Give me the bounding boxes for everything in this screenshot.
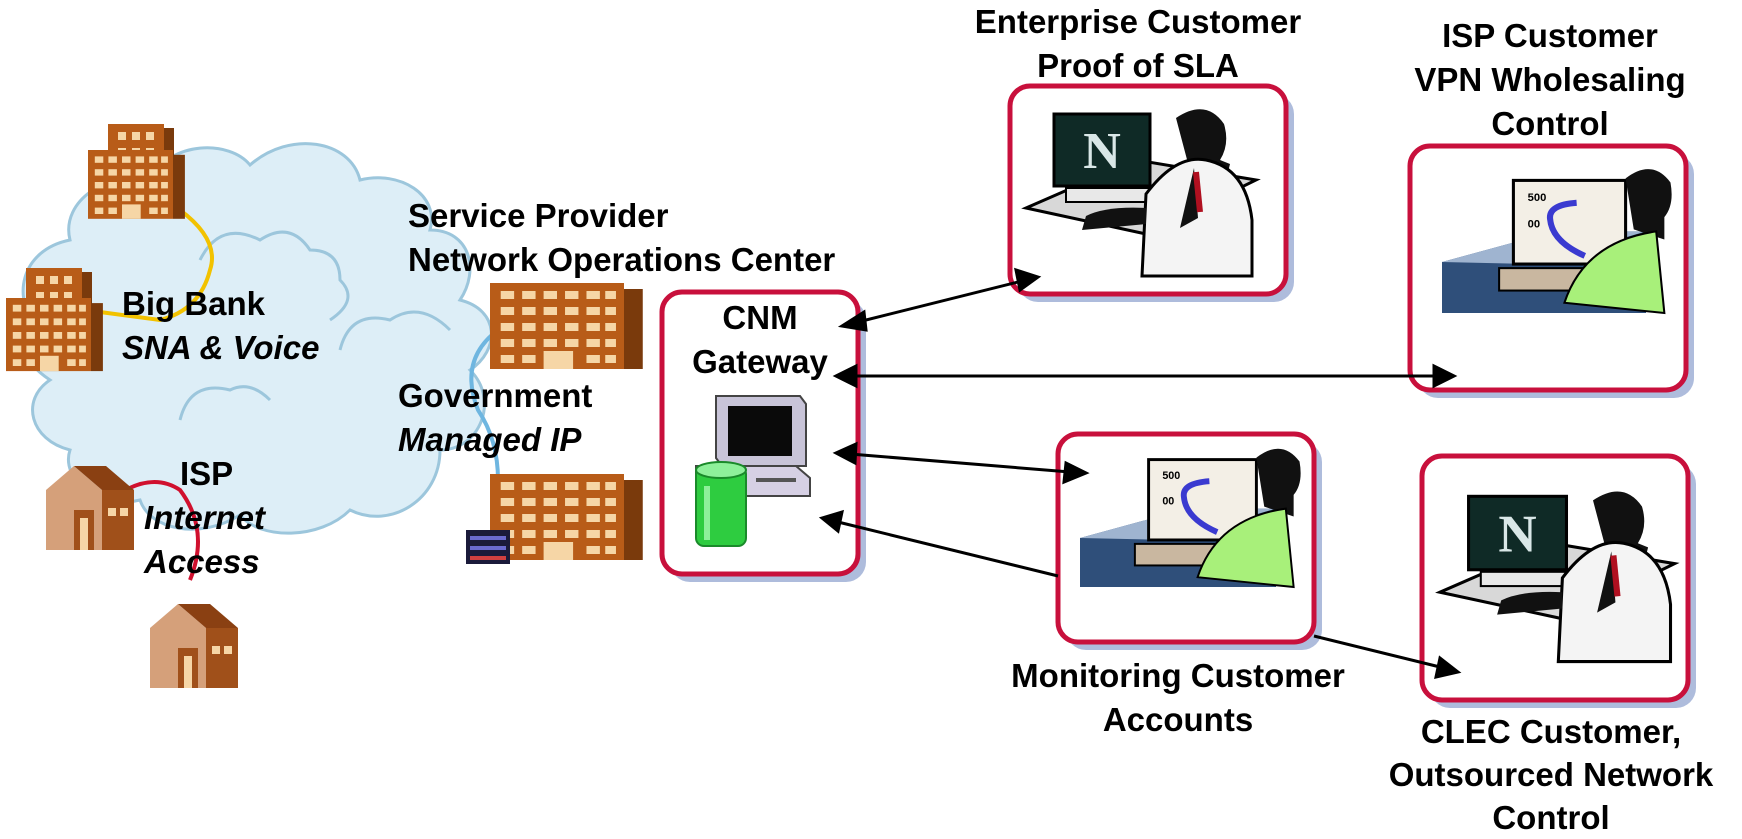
office-building-icon bbox=[6, 268, 103, 372]
enterprise-subtitle: Proof of SLA bbox=[1037, 47, 1239, 84]
government-subtitle: Managed IP bbox=[398, 421, 582, 458]
big-bank-label: Big Bank SNA & Voice bbox=[122, 282, 319, 370]
monitoring-label: Monitoring Customer Accounts bbox=[970, 654, 1386, 742]
server-rack-icon bbox=[466, 530, 510, 564]
noc-label: Service Provider Network Operations Cent… bbox=[408, 194, 835, 282]
arrow-monitoring-gateway bbox=[818, 509, 1059, 578]
gov-link bbox=[469, 328, 500, 481]
office-building-icon bbox=[490, 474, 643, 560]
big-bank-title: Big Bank bbox=[122, 285, 266, 322]
gateway-title-1: CNM bbox=[722, 299, 798, 336]
monitoring-title: Monitoring Customer bbox=[1011, 657, 1345, 694]
clec-title: CLEC Customer, bbox=[1420, 713, 1682, 750]
isp-customer-subtitle-1: VPN Wholesaling bbox=[1414, 61, 1686, 98]
isp-link bbox=[108, 480, 200, 581]
bank-link bbox=[99, 208, 214, 323]
recycle-bin-icon bbox=[695, 461, 747, 547]
arrow-gateway-enterprise bbox=[837, 267, 1042, 332]
enterprise-label: Enterprise Customer Proof of SLA bbox=[938, 0, 1338, 88]
monitoring-subtitle: Accounts bbox=[1102, 701, 1254, 738]
isp-access-subtitle-2: Access bbox=[144, 543, 260, 580]
isp-customer-label: ISP Customer VPN Wholesaling Control bbox=[1380, 14, 1720, 146]
government-title: Government bbox=[398, 377, 593, 414]
isp-customer-subtitle-2: Control bbox=[1491, 105, 1609, 142]
arrow-gateway-isp-customer bbox=[832, 363, 1458, 389]
clec-subtitle-1: Outsourced Network bbox=[1388, 756, 1714, 793]
noc-title-2: Network Operations Center bbox=[408, 241, 836, 278]
big-bank-subtitle: SNA & Voice bbox=[122, 329, 320, 366]
gateway-label: CNM Gateway bbox=[668, 296, 852, 384]
gateway-title-2: Gateway bbox=[692, 343, 828, 380]
noc-title-1: Service Provider bbox=[408, 197, 669, 234]
clec-subtitle-2: Control bbox=[1492, 799, 1610, 836]
clec-label: CLEC Customer, Outsourced Network Contro… bbox=[1360, 710, 1742, 839]
government-label: Government Managed IP bbox=[398, 374, 592, 462]
isp-access-label: ISP Internet Access bbox=[144, 452, 265, 584]
office-building-icon bbox=[490, 283, 643, 369]
isp-customer-title: ISP Customer bbox=[1442, 17, 1658, 54]
arrow-monitoring-clec bbox=[1313, 634, 1462, 679]
isp-access-subtitle-1: Internet bbox=[144, 499, 266, 536]
arrow-gateway-monitoring bbox=[832, 441, 1090, 485]
isp-access-title: ISP bbox=[180, 455, 234, 492]
house-icon bbox=[150, 604, 238, 688]
office-building-icon bbox=[88, 124, 185, 219]
enterprise-title: Enterprise Customer bbox=[974, 3, 1302, 40]
